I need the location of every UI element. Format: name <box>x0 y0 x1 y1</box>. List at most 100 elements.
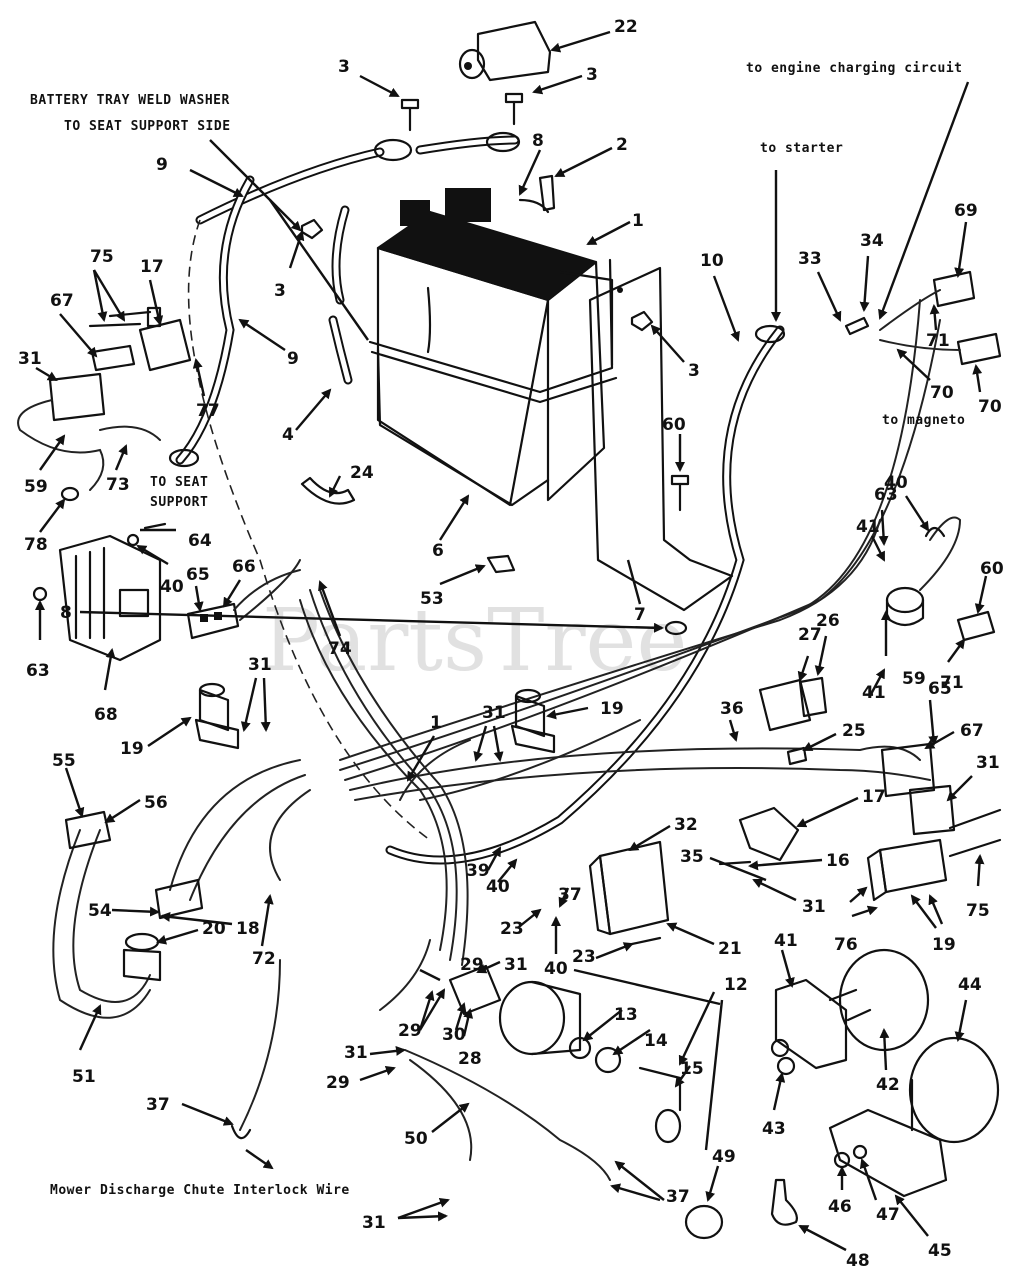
relay-18 <box>738 806 800 862</box>
coil-62 <box>885 586 925 627</box>
callout-label: 23 <box>572 947 596 967</box>
note-seat-support-2: SUPPORT <box>150 495 208 510</box>
callout-label: 43 <box>762 1119 786 1139</box>
connector-33-left <box>48 372 106 422</box>
clamp-51 <box>770 1178 798 1226</box>
callout-label: 19 <box>932 935 956 955</box>
callout-label: 15 <box>680 1059 704 1079</box>
callout-label: 19 <box>120 739 144 759</box>
callout-label: 29 <box>398 1021 422 1041</box>
callout-label: 60 <box>980 559 1004 579</box>
switch-21-right <box>510 688 556 754</box>
callout-label: 31 <box>248 655 272 675</box>
callout-label: 16 <box>826 851 850 871</box>
callout-label: 26 <box>816 611 840 631</box>
callout-label: 73 <box>106 475 130 495</box>
tie-40-bottom <box>230 1124 252 1140</box>
callout-label: 19 <box>600 699 624 719</box>
wire-harness <box>52 299 941 1181</box>
battery-terminal-cap <box>458 20 552 82</box>
note-battery-tray-1: BATTERY TRAY WELD WASHER <box>30 93 230 108</box>
callout-label: 31 <box>802 897 826 917</box>
callout-label: 31 <box>344 1043 368 1063</box>
boot <box>538 174 556 212</box>
callout-label: 55 <box>52 751 76 771</box>
callout-label: 31 <box>362 1213 386 1233</box>
clip <box>300 476 356 505</box>
callout-label: 7 <box>634 605 646 625</box>
bolt-24 <box>630 936 662 946</box>
callout-label: 28 <box>458 1049 482 1069</box>
connector-71 <box>932 270 976 308</box>
callout-label: 3 <box>586 65 598 85</box>
callout-label: 29 <box>326 1073 350 1093</box>
terminal-36 <box>844 316 870 336</box>
callout-label: 24 <box>350 463 374 483</box>
connector-28 <box>798 676 828 718</box>
screw-66 <box>143 522 167 530</box>
switch-20 <box>122 932 162 982</box>
callout-label: 6 <box>432 541 444 561</box>
nut-46a <box>770 1038 790 1058</box>
callout-label: 37 <box>558 885 582 905</box>
callout-label: 34 <box>860 231 884 251</box>
callout-label: 4 <box>282 425 294 445</box>
callout-label: 63 <box>26 661 50 681</box>
callout-label: 8 <box>60 603 72 623</box>
bolts-78 <box>948 808 1002 858</box>
callout-label: 40 <box>486 877 510 897</box>
callout-label: 33 <box>798 249 822 269</box>
callout-label: 65 <box>186 565 210 585</box>
terminal-80 <box>60 486 80 502</box>
watermark: PartsTree <box>262 591 687 691</box>
connector-72 <box>956 332 1002 366</box>
connector-63 <box>956 610 996 642</box>
bracket-bolt <box>670 474 690 512</box>
callout-label: 50 <box>404 1129 428 1149</box>
callout-label: 8 <box>532 131 544 151</box>
connector-27 <box>786 746 808 766</box>
callout-label: 72 <box>252 949 276 969</box>
key-switch <box>498 980 582 1056</box>
chute-line <box>187 219 431 841</box>
connector-69-right <box>880 742 936 798</box>
callout-labels: 22 3 3 8 2 1 9 3 9 4 3 6 24 60 7 8 53 74… <box>18 17 1004 1271</box>
note-battery-tray-2: TO SEAT SUPPORT SIDE <box>64 119 231 134</box>
switch-19-right <box>866 838 948 902</box>
battery-cables <box>175 135 785 865</box>
callout-label: 12 <box>724 975 748 995</box>
callout-label: 14 <box>644 1031 668 1051</box>
callout-label: 3 <box>274 281 286 301</box>
callout-label: 70 <box>978 397 1002 417</box>
callout-label: 31 <box>504 955 528 975</box>
note-interlock-wire: Mower Discharge Chute Interlock Wire <box>50 1183 350 1198</box>
callout-label: 75 <box>90 247 114 267</box>
callout-label: 65 <box>928 679 952 699</box>
callout-label: 37 <box>666 1187 690 1207</box>
callout-label: 2 <box>616 135 628 155</box>
battery <box>376 188 606 507</box>
callout-label: 31 <box>482 703 506 723</box>
callout-label: 59 <box>24 477 48 497</box>
callout-label: 1 <box>430 713 442 733</box>
callout-label: 13 <box>614 1005 638 1025</box>
callout-label: 31 <box>18 349 42 369</box>
callout-label: 67 <box>50 291 74 311</box>
callout-label: 35 <box>680 847 704 867</box>
keys-16 <box>638 1066 682 1144</box>
callout-label: 70 <box>930 383 954 403</box>
callout-label: 3 <box>688 361 700 381</box>
switch-21-left <box>194 682 240 750</box>
callout-label: 32 <box>674 815 698 835</box>
callout-label: 23 <box>500 919 524 939</box>
callout-label: 9 <box>287 349 299 369</box>
callout-label: 51 <box>72 1067 96 1087</box>
callout-label: 64 <box>188 531 212 551</box>
callout-label: 18 <box>236 919 260 939</box>
callout-label: 21 <box>718 939 742 959</box>
callout-label: 20 <box>202 919 226 939</box>
callout-label: 48 <box>846 1251 870 1271</box>
callout-label: 56 <box>144 793 168 813</box>
washer-50 <box>852 1144 868 1160</box>
